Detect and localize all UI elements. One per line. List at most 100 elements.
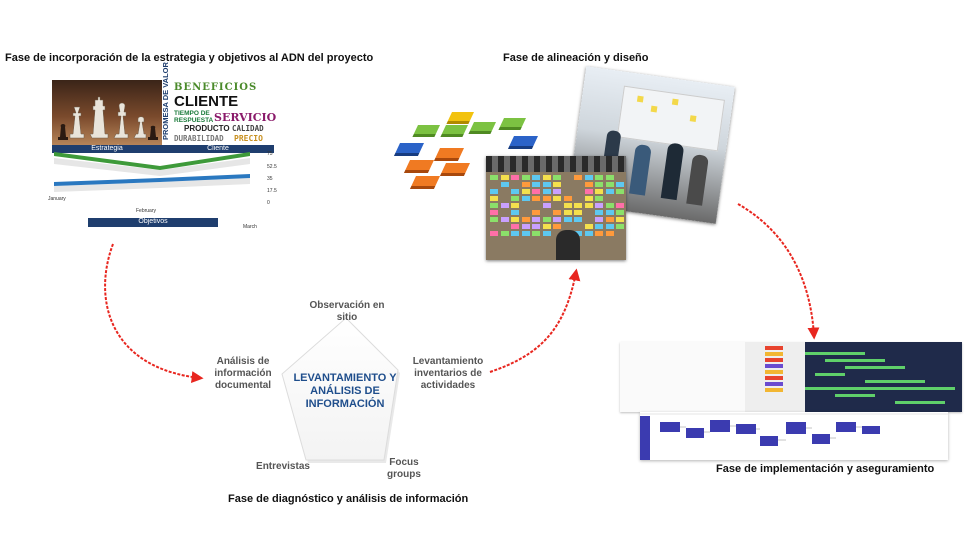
- sticky-notes-photo: [486, 156, 626, 260]
- gantt-status-cell: [765, 346, 783, 350]
- sticky-note: [542, 203, 551, 208]
- gantt-bar: [805, 387, 955, 390]
- gantt-bar: [865, 380, 925, 383]
- sticky-note: [595, 182, 603, 187]
- sticky-note: [553, 196, 561, 201]
- sticky-note: [595, 224, 603, 229]
- x-tick-january: January: [48, 196, 66, 202]
- sticky-note: [553, 217, 561, 222]
- sticky-note: [511, 196, 519, 201]
- sticky-note: [595, 203, 603, 208]
- arrow-alignment-to-implementation: [737, 203, 820, 340]
- sticky-note: [605, 175, 614, 180]
- sticky-note: [563, 210, 572, 215]
- sticky-note: [542, 231, 551, 236]
- sticky-note: [490, 210, 498, 215]
- sticky-note: [511, 231, 519, 236]
- sticky-note: [511, 203, 519, 208]
- sticky-note: [500, 217, 509, 222]
- gantt-status-cell: [765, 376, 783, 380]
- method-interviews: Entrevistas: [256, 461, 310, 472]
- sticky-notes-wall: [486, 172, 626, 260]
- strategy-collage: PROMESA DE VALOR BENEFICIOS CLIENTE TIEM…: [40, 62, 282, 238]
- sticky-note: [595, 175, 603, 180]
- sticky-note: [490, 175, 498, 180]
- objectives-bar: Objetivos: [88, 218, 218, 227]
- sticky-note: [584, 175, 593, 180]
- y-tick-17: 17.5: [267, 188, 277, 194]
- sticky-note: [542, 182, 551, 187]
- gantt-bar: [895, 401, 945, 404]
- method-observation: Observación en sitio: [309, 300, 385, 323]
- sticky-note: [532, 210, 540, 215]
- sticky-note: [542, 224, 551, 229]
- sticky-note: [490, 189, 498, 194]
- sticky-note: [500, 175, 509, 180]
- sticky-note: [605, 224, 614, 229]
- sticky-note: [563, 203, 572, 208]
- sticky-note: [595, 231, 603, 236]
- sticky-note: [574, 210, 582, 215]
- y-tick-75: 75: [267, 151, 273, 157]
- sticky-note: [584, 196, 593, 201]
- sticky-note: [605, 182, 614, 187]
- gantt-bar: [805, 352, 865, 355]
- sticky-note: [511, 175, 519, 180]
- sticky-note: [500, 182, 509, 187]
- sticky-note: [574, 203, 582, 208]
- sticky-note: [616, 210, 624, 215]
- value-word-cloud: PROMESA DE VALOR BENEFICIOS CLIENTE TIEM…: [161, 62, 282, 144]
- incorporation-phase-title: Fase de incorporación de la estrategia y…: [5, 52, 374, 64]
- method-activity-inventory: Levantamiento inventarios de actividades: [412, 356, 484, 391]
- sticky-note: [553, 182, 561, 187]
- quality-word: CALIDAD: [232, 124, 264, 133]
- sticky-note: [521, 182, 530, 187]
- gantt-status-cell: [765, 370, 783, 374]
- arrow-diagnosis-to-alignment: [489, 268, 581, 373]
- sticky-note: [521, 189, 530, 194]
- sticky-note: [490, 217, 498, 222]
- sticky-note: [553, 175, 561, 180]
- sticky-note: [584, 203, 593, 208]
- method-documental-analysis: Análisis de información documental: [214, 356, 272, 391]
- sticky-note: [605, 210, 614, 215]
- arrow-incorporation-to-diagnosis: [104, 243, 204, 384]
- sticky-note: [574, 175, 582, 180]
- sticky-note: [616, 203, 624, 208]
- gantt-screenshot: [620, 342, 962, 412]
- gantt-bar: [815, 373, 845, 376]
- sticky-note: [595, 210, 603, 215]
- sticky-note: [584, 189, 593, 194]
- sticky-note: [532, 189, 540, 194]
- sticky-note: [605, 203, 614, 208]
- sticky-note: [521, 196, 530, 201]
- green-series-line: [54, 152, 250, 170]
- sticky-note: [542, 189, 551, 194]
- sticky-note: [500, 231, 509, 236]
- response-time-word: TIEMPO DE RESPUESTA: [174, 110, 214, 124]
- x-tick-february: February: [136, 208, 157, 214]
- sticky-note: [490, 203, 498, 208]
- product-word: PRODUCTO: [184, 124, 230, 133]
- sticky-note: [532, 182, 540, 187]
- sticky-note: [553, 189, 561, 194]
- gantt-status-cell: [765, 352, 783, 356]
- alignment-phase-title: Fase de alineación y diseño: [503, 52, 649, 64]
- sticky-note: [532, 196, 540, 201]
- client-bar: Cliente: [162, 145, 274, 153]
- sticky-note: [521, 231, 530, 236]
- sticky-note: [511, 224, 519, 229]
- y-tick-52: 52.5: [267, 164, 277, 170]
- pentagon-center-text: LEVANTAMIENTO Y ANÁLISIS DE INFORMACIÓN: [293, 372, 397, 410]
- sticky-note: [521, 175, 530, 180]
- sticky-note: [511, 189, 519, 194]
- chess-image: [52, 80, 162, 146]
- client-word: CLIENTE: [174, 93, 239, 110]
- gantt-status-cell: [765, 358, 783, 362]
- sticky-note: [605, 189, 614, 194]
- sticky-note: [532, 224, 540, 229]
- sticky-note: [511, 217, 519, 222]
- sticky-note: [542, 196, 551, 201]
